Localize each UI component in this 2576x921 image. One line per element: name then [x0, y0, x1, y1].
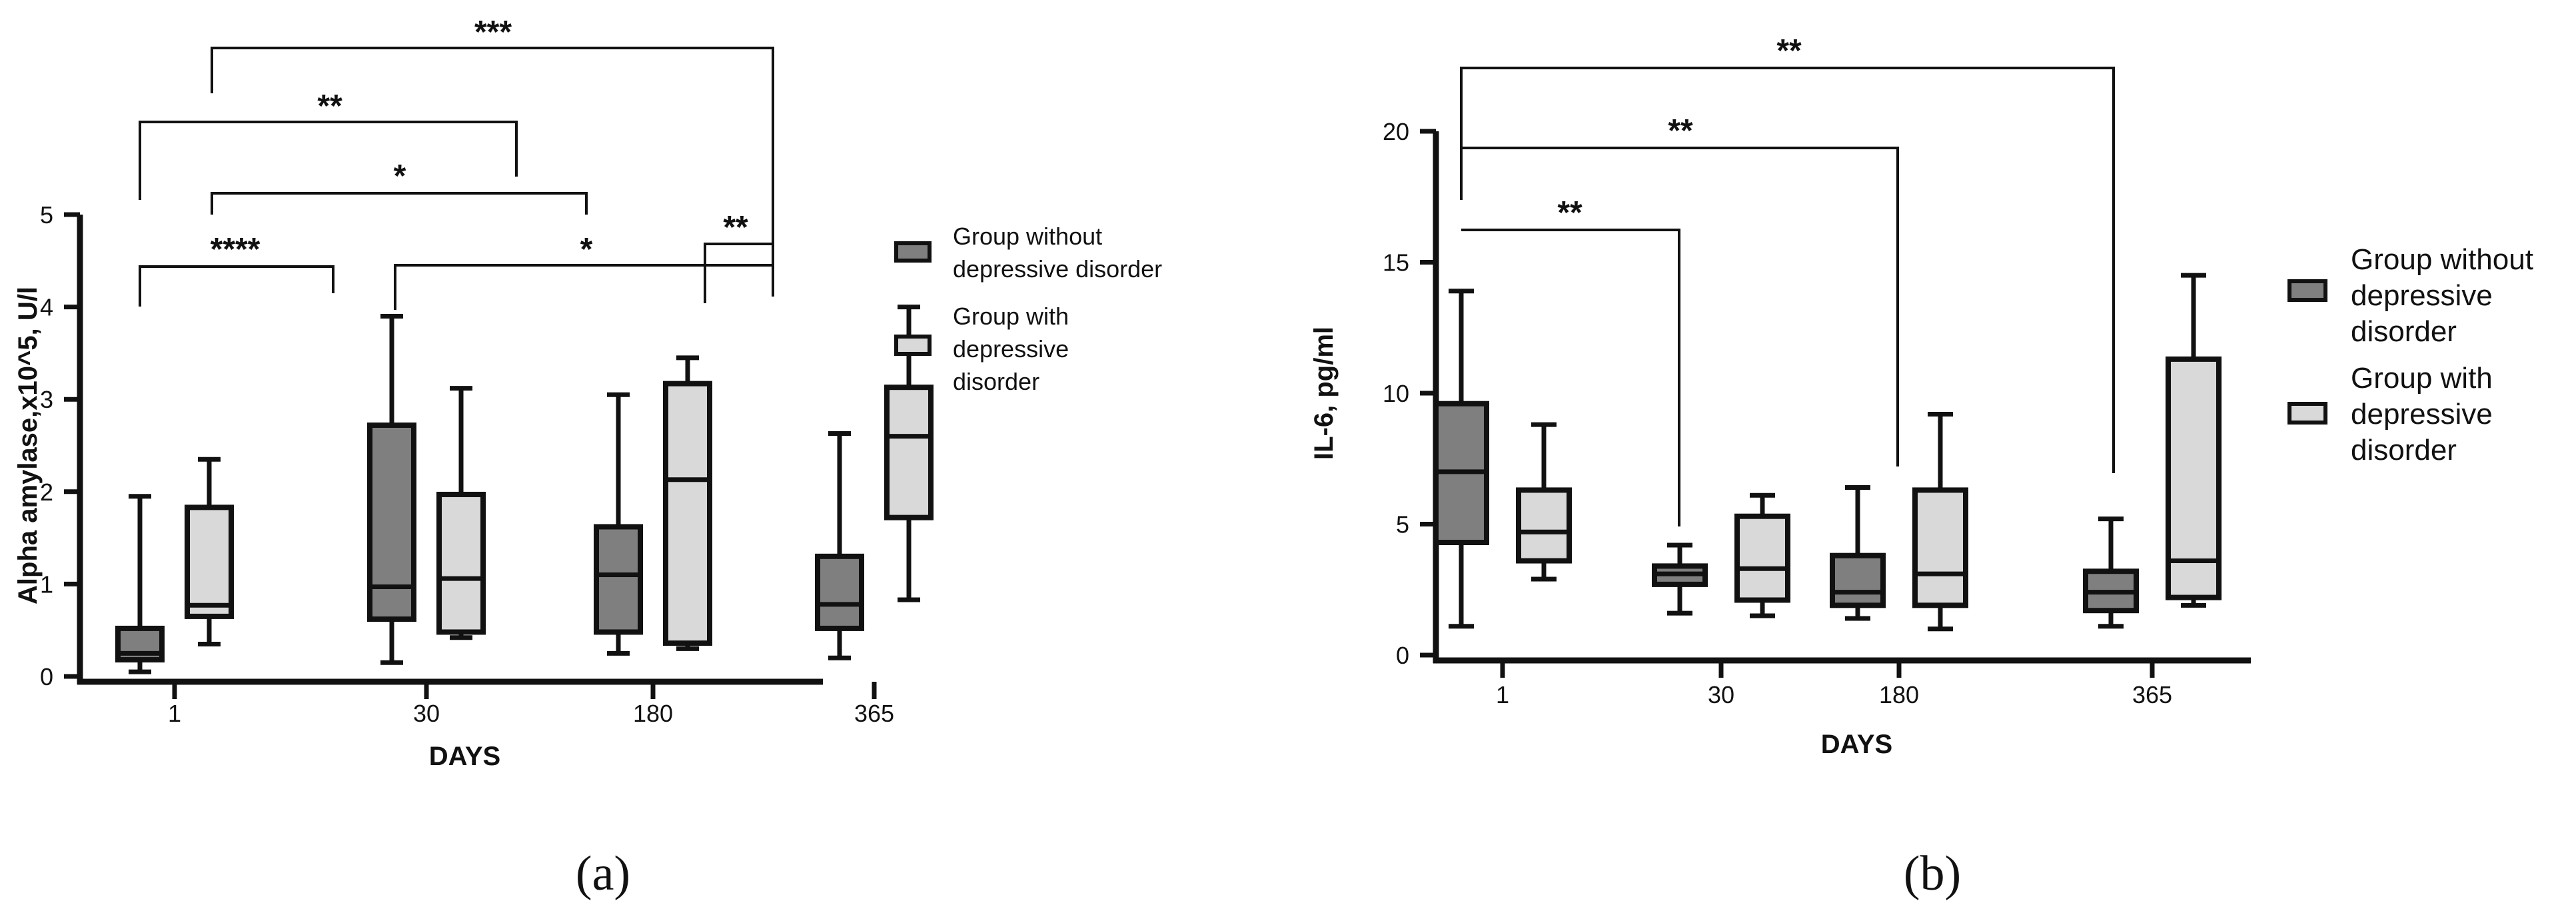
x-axis-title: DAYS: [1821, 730, 1892, 759]
box-with-365: [2166, 273, 2222, 608]
panel-label: (b): [1904, 846, 1961, 901]
box-with-30: [436, 386, 486, 640]
box-without-365: [815, 431, 864, 660]
bracket-line: [139, 121, 518, 200]
significance-label: ****: [211, 232, 261, 267]
y-tick-label: 4: [40, 294, 53, 321]
y-tick-label: 2: [40, 478, 53, 506]
significance-bracket: *: [211, 159, 588, 215]
box-iqr: [884, 385, 934, 520]
bracket-line: [394, 264, 774, 310]
box-iqr: [1516, 487, 1572, 564]
significance-label: **: [1668, 113, 1693, 149]
legend-swatch: [894, 335, 932, 356]
significance-label: **: [723, 210, 748, 245]
significance-label: *: [580, 232, 593, 267]
box-iqr: [185, 504, 234, 619]
box-with-1: [1516, 422, 1572, 582]
bracket-line: [1461, 229, 1680, 526]
significance-bracket: **: [1460, 33, 2115, 473]
box-without-30: [367, 313, 416, 665]
box-without-365: [2083, 516, 2139, 629]
significance-bracket: **: [1460, 113, 1899, 466]
bracket-line: [1460, 147, 1899, 466]
x-tick-label: 365: [2132, 681, 2172, 708]
y-axis-title: IL-6, pg/ml: [1309, 327, 1339, 460]
significance-label: **: [1557, 195, 1583, 231]
box-with-180: [663, 355, 712, 651]
x-tick-label: 180: [633, 700, 673, 727]
y-tick-label: 3: [40, 386, 53, 413]
significance-bracket: **: [704, 210, 774, 303]
significance-label: *: [394, 159, 406, 194]
bracket-line: [139, 265, 334, 307]
box-iqr: [1912, 487, 1968, 608]
x-tick-label: 30: [1708, 681, 1734, 708]
box-iqr: [367, 423, 416, 622]
box-iqr: [594, 524, 643, 635]
bracket-line: [211, 192, 588, 215]
y-tick-label: 0: [40, 663, 53, 690]
legend-swatch: [2287, 279, 2327, 302]
box-with-1: [185, 457, 234, 646]
box-without-30: [1652, 542, 1708, 616]
bracket-line: [704, 243, 774, 303]
box-iqr: [2166, 356, 2222, 600]
box-with-30: [1734, 492, 1790, 618]
y-tick-label: 10: [1383, 380, 1409, 407]
significance-bracket: **: [139, 89, 518, 200]
y-tick-label: 5: [40, 201, 53, 229]
box-iqr: [1734, 513, 1790, 603]
y-tick-label: 0: [1396, 642, 1409, 669]
y-tick-label: 5: [1396, 511, 1409, 538]
significance-bracket: ***: [211, 15, 774, 247]
box-without-180: [594, 392, 643, 656]
panel-label: (a): [576, 846, 630, 901]
x-tick-label: 1: [1496, 681, 1509, 708]
box-with-180: [1912, 411, 1968, 632]
box-without-1: [1433, 289, 1489, 629]
bracket-line: [211, 47, 774, 247]
y-tick-label: 15: [1383, 249, 1409, 277]
significance-label: **: [317, 89, 342, 124]
x-tick-label: 30: [413, 700, 440, 727]
box-without-180: [1830, 484, 1886, 621]
legend-swatch: [894, 241, 932, 263]
box-with-365: [884, 305, 934, 602]
significance-label: **: [1776, 33, 1802, 69]
y-axis-title: Alpha amylase,x10^5, U/l: [13, 287, 43, 604]
box-iqr: [1830, 552, 1886, 608]
bracket-line: [1460, 67, 2115, 473]
box-iqr: [663, 381, 712, 646]
y-tick-label: 20: [1383, 118, 1409, 145]
significance-bracket: ****: [139, 232, 334, 307]
significance-bracket: **: [1461, 195, 1680, 526]
box-without-1: [115, 494, 165, 674]
box-iqr: [436, 491, 486, 635]
x-axis-title: DAYS: [429, 742, 500, 771]
x-tick-label: 365: [854, 700, 894, 727]
legend-swatch: [2287, 402, 2327, 425]
box-iqr: [815, 553, 864, 631]
x-tick-label: 1: [168, 700, 181, 727]
y-tick-label: 1: [40, 570, 53, 598]
x-tick-label: 180: [1879, 681, 1919, 708]
significance-label: ***: [474, 15, 512, 50]
